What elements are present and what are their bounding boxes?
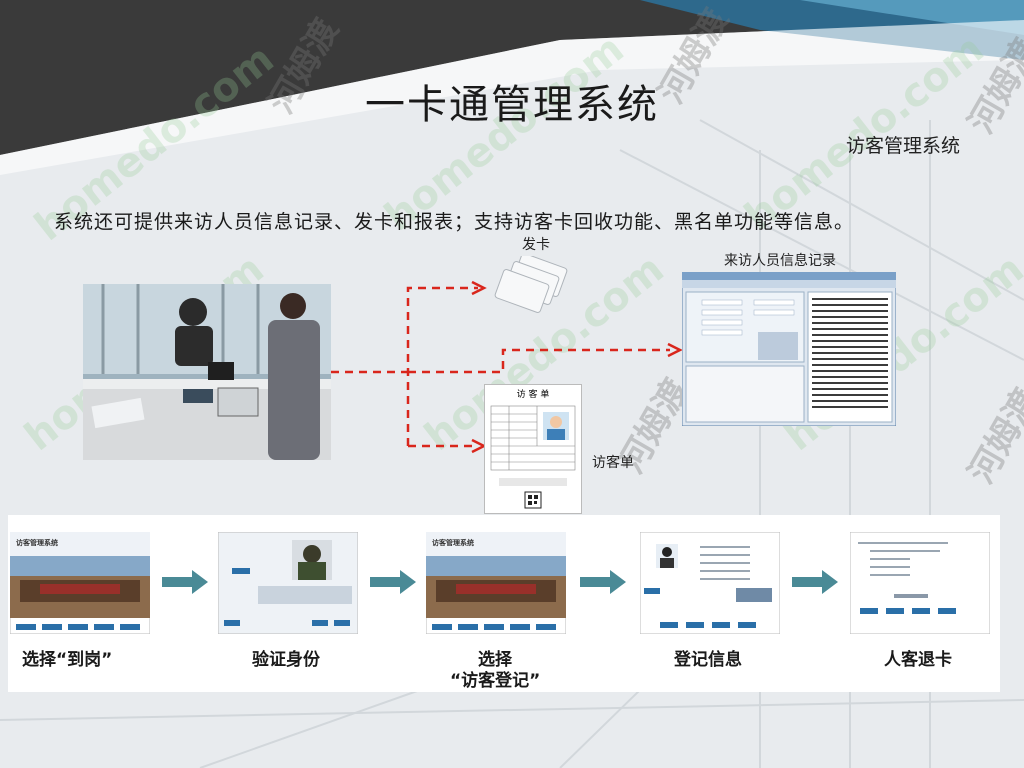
step-1-app-title: 访客管理系统 (16, 539, 58, 547)
step-2-screenshot (218, 532, 358, 634)
step-arrow-icon (162, 570, 208, 594)
page-title: 一卡通管理系统 (365, 82, 659, 128)
step-arrow-icon (580, 570, 626, 594)
cards-image (494, 256, 568, 313)
visitor-slip-label: 访客单 (592, 455, 634, 471)
step-3-app-title: 访客管理系统 (432, 539, 474, 547)
step-3-label-line1: 选择 (478, 650, 512, 670)
step-1-label: 选择“到岗” (22, 650, 113, 670)
visitor-slip-form (490, 405, 576, 509)
step-arrow-icon (792, 570, 838, 594)
step-4-screenshot (640, 532, 780, 634)
step-5-screenshot (850, 532, 990, 634)
step-1-screenshot (10, 532, 150, 634)
page-subtitle: 访客管理系统 (845, 135, 960, 157)
visitor-slip: 访 客 单 (484, 384, 582, 514)
step-3-label-line2: “访客登记” (450, 671, 541, 691)
reception-photo (83, 284, 331, 460)
step-4-label: 登记信息 (674, 650, 742, 670)
visitor-record-label: 来访人员信息记录 (724, 253, 836, 269)
step-3-screenshot (426, 532, 566, 634)
step-2-label: 验证身份 (252, 650, 320, 670)
step-5-label: 人客退卡 (884, 650, 952, 670)
description-text: 系统还可提供来访人员信息记录、发卡和报表；支持访客卡回收功能、黑名单功能等信息。 (54, 211, 855, 233)
step-arrow-icon (370, 570, 416, 594)
visitor-record-screenshot (682, 272, 896, 426)
card-issue-label: 发卡 (522, 237, 550, 253)
visitor-slip-title: 访 客 单 (516, 390, 550, 400)
